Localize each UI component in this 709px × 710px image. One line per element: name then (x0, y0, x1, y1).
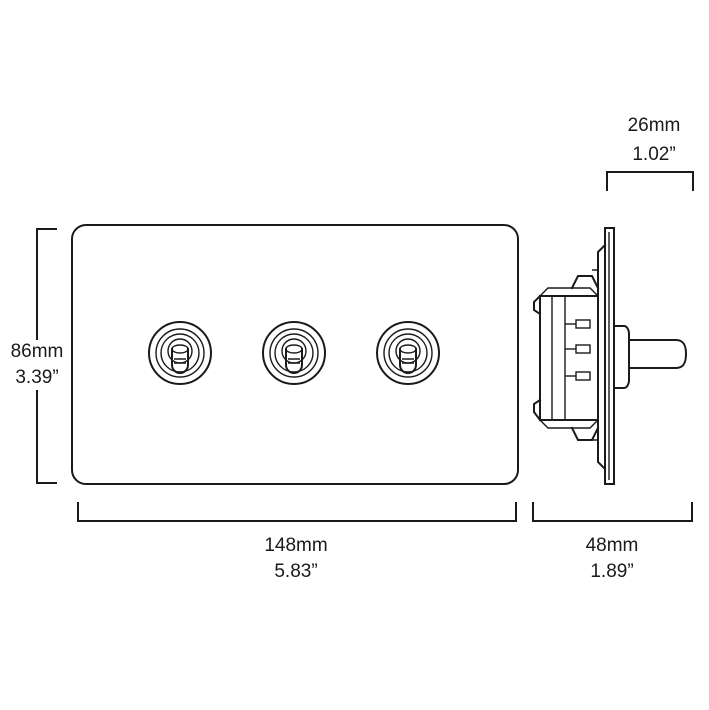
depth-mm-label: 26mm (628, 115, 681, 136)
width-bracket (77, 502, 517, 522)
side-mechanism-box (539, 295, 599, 421)
toggle-switch-icon (262, 321, 326, 385)
side-frame (597, 243, 607, 471)
width-dimension: 148mm 5.83” (77, 502, 517, 582)
width-in-label: 5.83” (274, 561, 317, 582)
depth-dimension: 26mm 1.02” (606, 115, 694, 191)
side-bracket (532, 502, 693, 522)
side-profile (533, 227, 688, 485)
height-mm-label: 86mm (11, 341, 64, 362)
toggle-group (148, 321, 440, 385)
front-plate (71, 224, 519, 485)
side-in-label: 1.89” (590, 561, 633, 582)
toggle-switch-icon (376, 321, 440, 385)
depth-in-label: 1.02” (632, 144, 675, 165)
width-mm-label: 148mm (264, 535, 327, 556)
toggle-switch-icon (148, 321, 212, 385)
height-in-label: 3.39” (15, 367, 58, 388)
plate-outline (71, 224, 519, 485)
depth-bracket (606, 171, 694, 191)
side-dimension: 48mm 1.89” (532, 502, 693, 582)
side-mm-label: 48mm (586, 535, 639, 556)
height-dimension: 86mm 3.39” (0, 228, 74, 484)
side-faceplate (604, 227, 615, 485)
side-toggle-lever (613, 325, 688, 389)
